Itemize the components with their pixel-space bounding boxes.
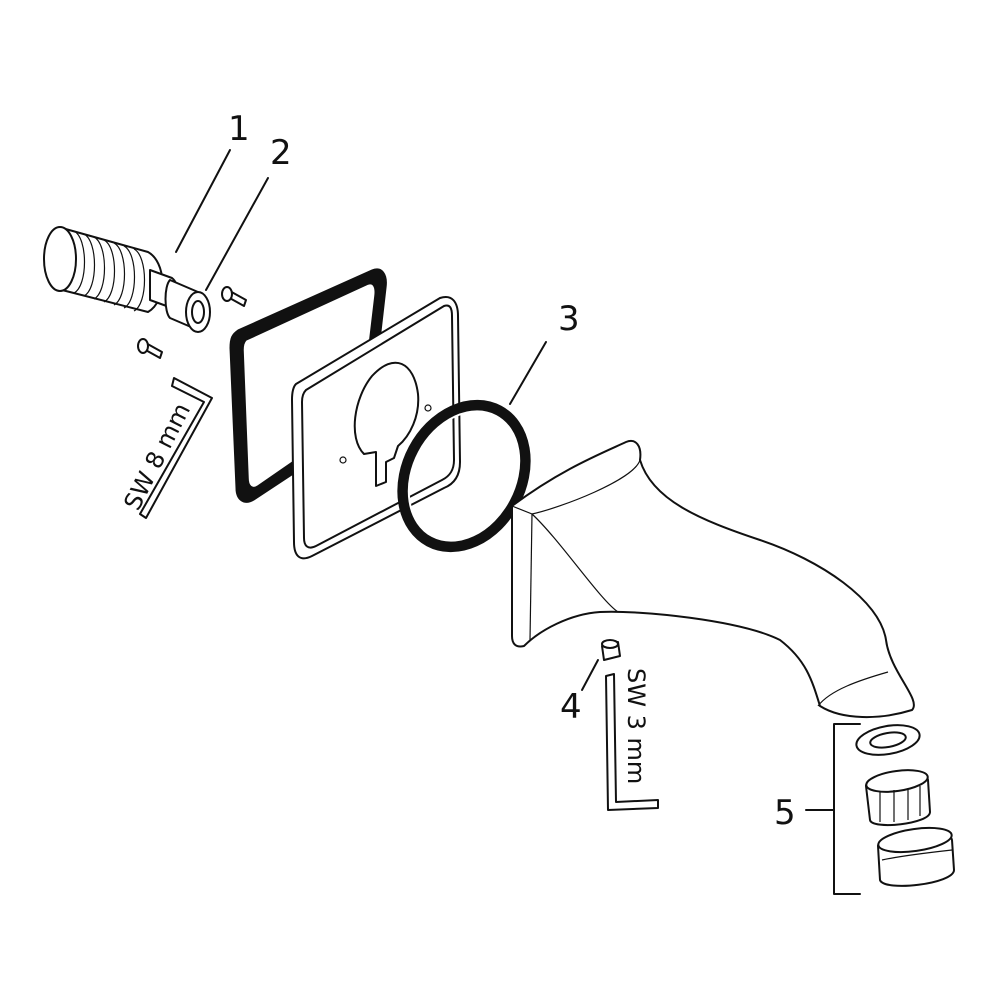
hex-key-icon: [139, 377, 213, 519]
o-ring-icon: [397, 399, 531, 553]
tub-spout-icon: [511, 440, 915, 718]
threaded-extension-icon: [43, 226, 211, 333]
callout-2: 2: [270, 133, 292, 173]
callout-1: 1: [228, 109, 250, 149]
callout-4: 4: [560, 687, 582, 727]
callout-3: 3: [558, 299, 580, 339]
hex-key-icon: [605, 673, 659, 811]
escutcheon-icon: [291, 296, 461, 560]
set-screw-icon: [601, 639, 621, 661]
screw-icon: [137, 338, 163, 359]
aerator-icon: [855, 724, 955, 887]
callout-5: 5: [774, 793, 796, 833]
tool-label-small: SW 3 mm: [622, 668, 650, 784]
leader-lines: [175, 149, 861, 895]
screw-icon: [221, 286, 247, 307]
